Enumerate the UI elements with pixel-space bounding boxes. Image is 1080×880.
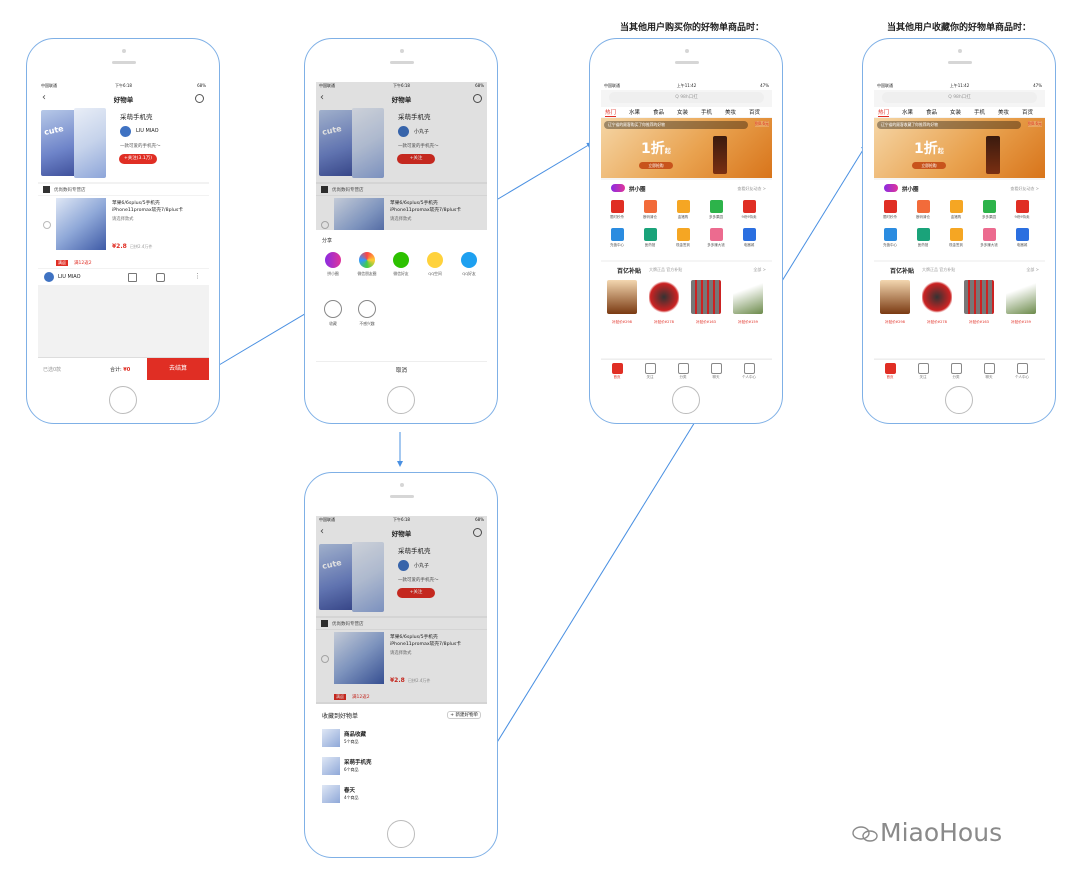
tab-hot[interactable]: 热门 <box>605 110 617 117</box>
spec-select[interactable]: 请选择款式 <box>112 217 134 222</box>
cover-image: cute <box>41 110 77 176</box>
checkout-bar: 已选0款 合计: ¥0 去结算 <box>38 357 209 380</box>
purchase-notice: 辽宁省的顾客购买了你推荐的好物 <box>604 121 748 129</box>
search-input[interactable]: Q 98h口扛 <box>609 92 764 103</box>
follow-button[interactable]: +关注(3.1万) <box>119 154 157 164</box>
cover-image-2 <box>74 108 106 178</box>
not-interested-button[interactable]: 不感兴趣 <box>356 300 378 327</box>
share-sheet: 分享 拼小圈 微信朋友圈 微信好友 QQ空间 QQ好友 收藏 不感兴趣 取消 <box>316 230 487 380</box>
caption-collect: 当其他用户收藏你的好物单商品时： <box>887 23 1032 33</box>
list-desc: 一款可爱的手机壳～ <box>120 144 161 149</box>
shop-icon <box>43 186 50 193</box>
shop-name[interactable]: 优尚数码专营店 <box>54 188 86 193</box>
favorite-button[interactable]: 收藏 <box>322 300 344 327</box>
back-icon[interactable]: ‹ <box>42 92 46 103</box>
share-icon[interactable] <box>128 273 137 282</box>
checkout-button[interactable]: 去结算 <box>147 358 209 380</box>
new-list-button[interactable]: + 新建好物单 <box>447 711 481 719</box>
search-icon[interactable] <box>195 94 204 103</box>
list-name: 采萌手机壳 <box>120 113 153 121</box>
arrow-to-collect <box>487 144 867 758</box>
caption-purchase: 当其他用户购买你的好物单商品时： <box>620 23 765 33</box>
comment-icon[interactable] <box>156 273 165 282</box>
avatar[interactable] <box>44 272 54 282</box>
share-qq[interactable]: QQ好友 <box>458 252 480 277</box>
item-image[interactable] <box>56 198 106 250</box>
item-price: ¥2.8 <box>112 243 127 250</box>
promo-banner[interactable]: 辽宁省的顾客购买了你推荐的好物 到0.6元 1折起 立即抢购 <box>601 118 772 178</box>
select-radio[interactable] <box>43 221 51 229</box>
list-item[interactable]: 苹果6/6splus/5手机壳 iPhone11promax软壳7/8plus卡… <box>38 196 209 258</box>
watermark: MiaoHous <box>880 818 1003 847</box>
pxq-logo-icon <box>611 184 625 192</box>
more-icon[interactable]: ⋮ <box>194 272 201 280</box>
owner-name[interactable]: LIU MIAO <box>136 128 159 134</box>
category-tabs: 热门 水果 食品 女装 手机 美妆 百货 <box>601 107 772 117</box>
wechat-icon <box>852 826 878 842</box>
sheet-title: 收藏到好物单 <box>322 713 359 720</box>
share-wechat[interactable]: 微信好友 <box>390 252 412 277</box>
share-pxq[interactable]: 拼小圈 <box>322 252 344 277</box>
share-qzone[interactable]: QQ空间 <box>424 252 446 277</box>
home-button[interactable] <box>109 386 137 414</box>
share-moments[interactable]: 微信朋友圈 <box>356 252 378 277</box>
page-title: 好物单 <box>113 96 134 104</box>
avatar[interactable] <box>120 126 131 137</box>
cancel-button[interactable]: 取消 <box>316 361 487 380</box>
collect-notice: 辽宁省的顾客收藏了你推荐的好物 <box>877 121 1021 129</box>
